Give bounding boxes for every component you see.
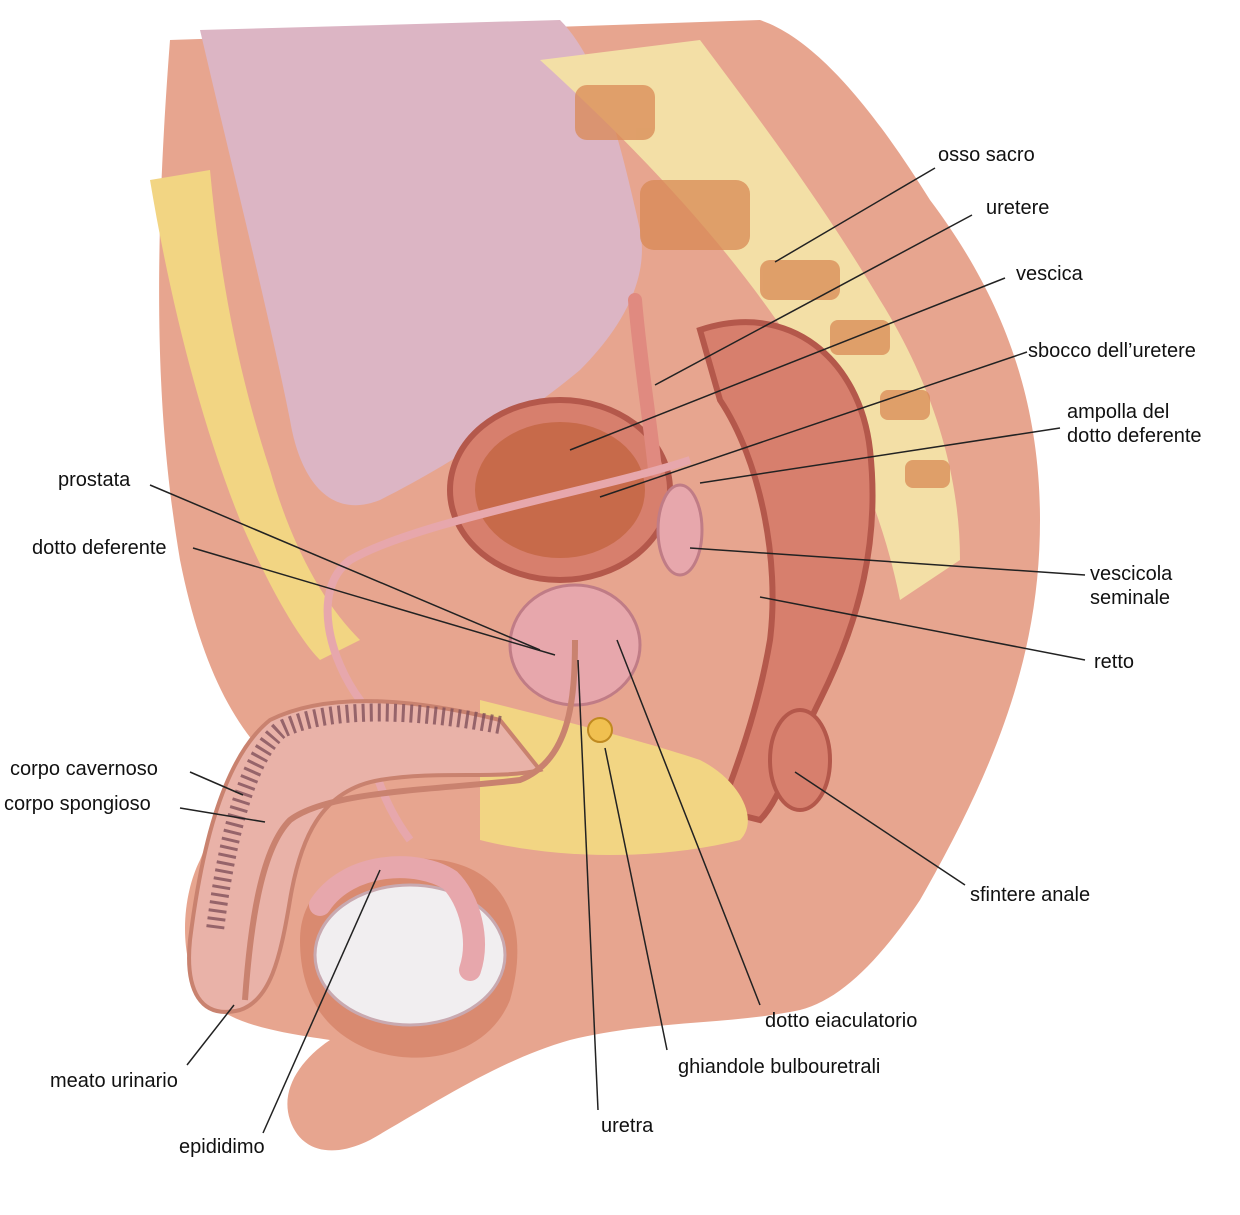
label-dotto-eiaculatorio: dotto eiaculatorio: [765, 1010, 918, 1032]
leader-prostata: [149, 484, 541, 651]
abdominal-cavity: [200, 20, 642, 506]
label-retto: retto: [1094, 651, 1135, 673]
leader-uretere: [654, 214, 973, 386]
label-prostata: prostata: [58, 469, 131, 491]
leader-sfintere: [794, 771, 966, 886]
label-vescicola-line1: vescicola: [1090, 563, 1173, 585]
leader-ghiandole: [604, 747, 668, 1051]
label-uretra: uretra: [601, 1115, 654, 1137]
anal-sphincter-shape: [768, 708, 832, 812]
label-vescicola-line2: seminale: [1090, 587, 1171, 609]
leader-sbocco: [599, 351, 1028, 498]
leader-meato: [186, 1004, 235, 1066]
label-sbocco-uretere: sbocco dell’uretere: [1028, 340, 1196, 362]
ureter-shape: [628, 293, 662, 477]
anterior-fat: [150, 170, 360, 660]
leader-corpo-cavernoso: [189, 771, 244, 796]
label-uretere: uretere: [986, 197, 1050, 219]
label-vescicola-seminale: vescicola seminale: [1090, 562, 1172, 610]
urethra-shape: [242, 639, 578, 1001]
leader-ampolla: [699, 427, 1061, 484]
label-epididimo: epididimo: [179, 1136, 265, 1158]
label-osso-sacro: osso sacro: [938, 144, 1035, 166]
leader-osso-sacro: [774, 167, 936, 263]
label-ghiandole-bulbouretrali: ghiandole bulbouretrali: [678, 1056, 881, 1078]
vertebrae: [575, 85, 950, 488]
seminal-vesicle-shape: [656, 483, 704, 577]
leader-lines: [149, 167, 1086, 1134]
label-meato-urinario: meato urinario: [50, 1070, 178, 1092]
label-dotto-deferente: dotto deferente: [32, 537, 167, 559]
testis-shape: [313, 883, 507, 1027]
leader-corpo-spongioso: [179, 807, 266, 823]
bladder-lumen: [475, 422, 645, 558]
label-corpo-cavernoso: corpo cavernoso: [10, 758, 158, 780]
leader-retto: [759, 596, 1086, 661]
leader-dotto-eiaculatorio: [616, 639, 761, 1006]
bulbourethral-gland-shape: [587, 717, 613, 743]
label-sfintere-anale: sfintere anale: [970, 884, 1091, 906]
epididymis-shape: [309, 856, 485, 981]
label-corpo-spongioso: corpo spongioso: [4, 793, 151, 815]
label-ampolla-line2: dotto deferente: [1067, 425, 1202, 447]
leader-epididimo: [262, 869, 381, 1134]
corpus-cavernosum-shape: [206, 703, 502, 932]
label-ampolla: ampolla del dotto deferente: [1067, 400, 1202, 448]
penis-shape: [187, 699, 544, 1014]
leader-uretra: [577, 659, 599, 1111]
leader-vescicola: [689, 547, 1086, 576]
leader-vescica: [569, 277, 1006, 451]
label-vescica: vescica: [1016, 263, 1083, 285]
leader-dotto-deferente: [192, 547, 556, 656]
pelvic-floor-fat: [480, 700, 748, 855]
label-ampolla-line1: ampolla del: [1067, 401, 1170, 423]
